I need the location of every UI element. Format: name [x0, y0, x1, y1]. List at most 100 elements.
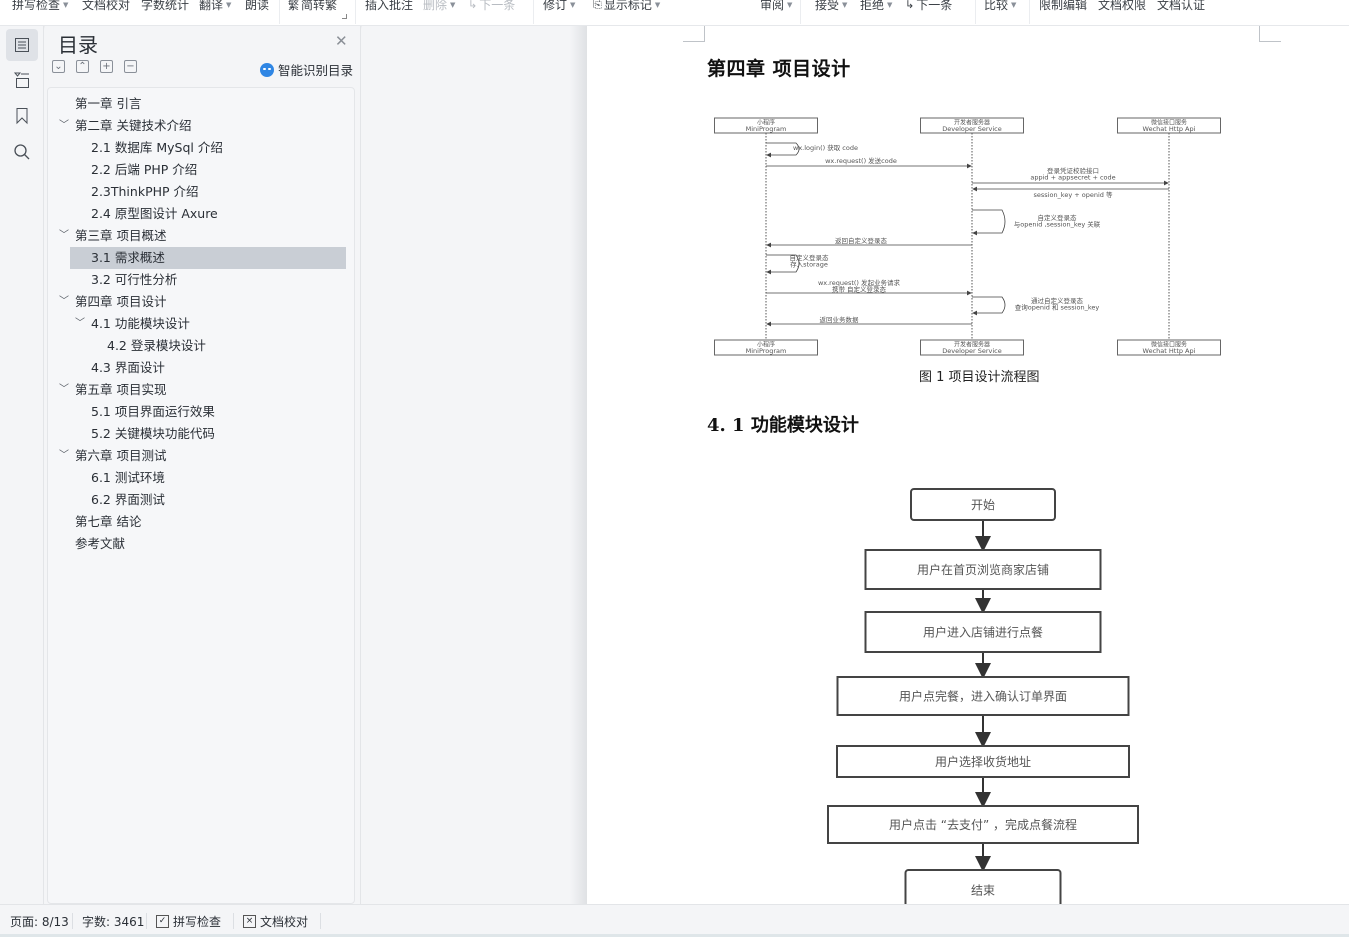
toolbar-button-12[interactable]: 接受▼ — [815, 0, 847, 13]
toc-item[interactable]: 4.3 界面设计 — [48, 357, 354, 379]
divider — [146, 913, 147, 929]
divider — [72, 913, 73, 929]
chevron-down-icon[interactable]: ﹀ — [59, 384, 69, 395]
toolbar-button-15[interactable]: 比较▼ — [984, 0, 1016, 13]
toc-item[interactable]: 2.2 后端 PHP 介绍 — [48, 159, 354, 181]
toc-item[interactable]: ﹀第二章 关键技术介绍 — [48, 115, 354, 137]
caret-down-icon: ▼ — [570, 0, 576, 9]
margin-corner-mark — [683, 26, 705, 42]
chevron-down-icon[interactable]: ﹀ — [59, 120, 69, 131]
toolbar-button-4[interactable]: 朗读 — [245, 0, 269, 13]
flow-step-box — [910, 488, 1056, 521]
toolbar-button-7[interactable]: 删除▼ — [423, 0, 455, 13]
toc-panel-button[interactable] — [6, 29, 38, 61]
page-indicator[interactable]: 页面: 8/13 — [10, 915, 69, 929]
divider — [233, 913, 234, 929]
add-level-icon[interactable]: + — [100, 60, 113, 73]
toc-item[interactable]: ﹀ 第三章 项目概述 — [48, 225, 354, 247]
flow-step-label: 用户选择收货地址 — [935, 754, 1031, 769]
toc-item[interactable]: 3.2 可行性分析 — [48, 269, 354, 291]
collapse-all-icon[interactable]: ⌄ — [52, 60, 65, 73]
toolbar-button-10[interactable]: ⎘显示标记▼ — [593, 0, 660, 13]
smart-toc-button[interactable]: 智能识别目录 — [260, 60, 353, 79]
toolbar-button-11[interactable]: 审阅▼ — [760, 0, 792, 13]
toolbar-button-17[interactable]: 文档权限 — [1098, 0, 1146, 13]
toc-item[interactable]: 4.2 登录模块设计 — [48, 335, 354, 357]
toc-icon — [15, 38, 29, 52]
toc-item[interactable]: ﹀第四章 项目设计 — [48, 291, 354, 313]
toolbar-label: 删除 — [423, 0, 448, 12]
group-expand-corner-icon[interactable] — [342, 14, 347, 19]
toc-item[interactable]: ﹀ 第五章 项目实现 — [48, 379, 354, 401]
toolbar-button-3[interactable]: 翻译▼ — [199, 0, 231, 13]
toolbar-button-9[interactable]: 修订▼ — [543, 0, 575, 13]
toolbar-button-1[interactable]: 文档校对 — [82, 0, 130, 13]
spell-check-button[interactable]: ✓ 拼写检查 — [156, 913, 221, 930]
message-label: 查询openid 和 session_key — [1015, 303, 1100, 312]
section-heading: 4. 1 功能模块设计 — [707, 415, 859, 436]
chevron-down-icon[interactable]: ﹀ — [59, 230, 69, 241]
expand-up-icon[interactable]: ⌃ — [76, 60, 89, 73]
close-icon[interactable]: ✕ — [335, 32, 348, 50]
toc-item-label: 第三章 项目概述 — [75, 228, 167, 243]
sequence-diagram: 小程序MiniProgram小程序MiniProgram开发者服务器Develo… — [714, 117, 1221, 356]
toc-item[interactable]: 2.3ThinkPHP 介绍 — [48, 181, 354, 203]
flow-step-box — [864, 611, 1102, 653]
toc-item[interactable]: 第一章 引言 — [48, 93, 354, 115]
toc-item[interactable]: ﹀ 第六章 项目测试 — [48, 445, 354, 467]
toolbar-button-18[interactable]: 文档认证 — [1157, 0, 1205, 13]
toc-item[interactable]: 3.1 需求概述 — [70, 247, 346, 269]
participant-label-cn: 小程序 — [757, 341, 775, 349]
toc-item[interactable]: 参考文献 — [48, 533, 354, 555]
toc-item[interactable]: 6.1 测试环境 — [48, 467, 354, 489]
toolbar-divider — [975, 0, 976, 24]
proofread-icon: × — [243, 915, 256, 928]
chevron-down-icon[interactable]: ﹀ — [59, 450, 69, 461]
toc-item[interactable]: ﹀4.1 功能模块设计 — [48, 313, 354, 335]
left-icon-bar — [0, 26, 44, 904]
toolbar-button-0[interactable]: 拼写检查▼ — [12, 0, 68, 13]
toc-item[interactable]: 2.4 原型图设计 Axure — [48, 203, 354, 225]
message-label: wx.request() 发送code — [825, 156, 897, 165]
toolbar-label: 审阅 — [760, 0, 785, 12]
toolbar-button-13[interactable]: 拒绝▼ — [860, 0, 892, 13]
caret-down-icon: ▼ — [887, 0, 893, 9]
toolbar-button-6[interactable]: 插入批注 — [365, 0, 413, 13]
next-comment-icon: ↳ — [468, 0, 478, 11]
toolbar-button-5[interactable]: 繁简转繁 — [288, 0, 337, 13]
toc-item-label: 5.1 项目界面运行效果 — [91, 404, 215, 419]
navigation-button[interactable] — [6, 64, 38, 96]
toolbar-label: 文档校对 — [82, 0, 131, 12]
caret-down-icon: ▼ — [63, 0, 69, 9]
toolbar-button-2[interactable]: 字数统计 — [141, 0, 189, 13]
search-button[interactable] — [6, 136, 38, 168]
toc-item-label: 第六章 项目测试 — [75, 448, 167, 463]
toolbar-label: 字数统计 — [141, 0, 190, 12]
participant-label-cn: 开发者服务器 — [954, 119, 990, 127]
toc-item[interactable]: 5.2 关键模块功能代码 — [48, 423, 354, 445]
toc-item[interactable]: 6.2 界面测试 — [48, 489, 354, 511]
toc-item-label: 第五章 项目实现 — [75, 382, 167, 397]
toc-item[interactable]: 5.1 项目界面运行效果 — [48, 401, 354, 423]
participant-label-cn: 微信接口服务 — [1151, 341, 1187, 349]
bookmark-button[interactable] — [6, 100, 38, 132]
flow-step-box — [827, 805, 1139, 844]
margin-corner-mark — [1259, 26, 1281, 42]
proofread-button[interactable]: × 文档校对 — [243, 913, 308, 930]
participant-label-cn: 开发者服务器 — [954, 341, 990, 349]
toc-item-label: 2.2 后端 PHP 介绍 — [91, 162, 198, 177]
spell-check-label: 拼写检查 — [173, 915, 222, 929]
toolbar-button-14[interactable]: ↳下一条 — [905, 0, 952, 13]
toc-item-label: 参考文献 — [75, 536, 126, 551]
toc-item[interactable]: 2.1 数据库 MySql 介绍 — [48, 137, 354, 159]
word-count[interactable]: 字数: 3461 — [82, 915, 145, 929]
chevron-down-icon[interactable]: ﹀ — [75, 318, 85, 329]
chevron-down-icon[interactable]: ﹀ — [59, 296, 69, 307]
message-label: wx.login() 获取 code — [793, 143, 858, 152]
toc-item[interactable]: 第七章 结论 — [48, 511, 354, 533]
toolbar-button-8[interactable]: ↳下一条 — [468, 0, 515, 13]
participant-box — [920, 339, 1024, 356]
remove-level-icon[interactable]: − — [124, 60, 137, 73]
toolbar-button-16[interactable]: 限制编辑 — [1039, 0, 1087, 13]
